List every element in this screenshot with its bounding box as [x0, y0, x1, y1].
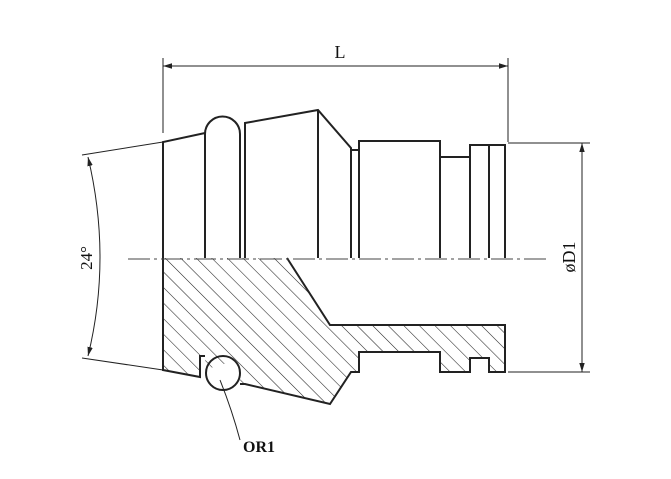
- angle-label: 24°: [77, 246, 96, 270]
- dimension-length: L: [162, 42, 509, 142]
- o-ring-label: OR1: [243, 439, 275, 456]
- section-hatched-half: [163, 258, 505, 404]
- diameter-label: øD1: [559, 242, 579, 273]
- dimension-diameter: øD1: [508, 142, 590, 373]
- o-ring-callout: OR1: [219, 379, 275, 456]
- length-label: L: [335, 42, 346, 62]
- fitting-lower-outline: [162, 257, 506, 406]
- o-ring: [205, 355, 241, 391]
- dimension-angle: 24°: [77, 141, 164, 371]
- fitting-upper-outline: [162, 108, 506, 258]
